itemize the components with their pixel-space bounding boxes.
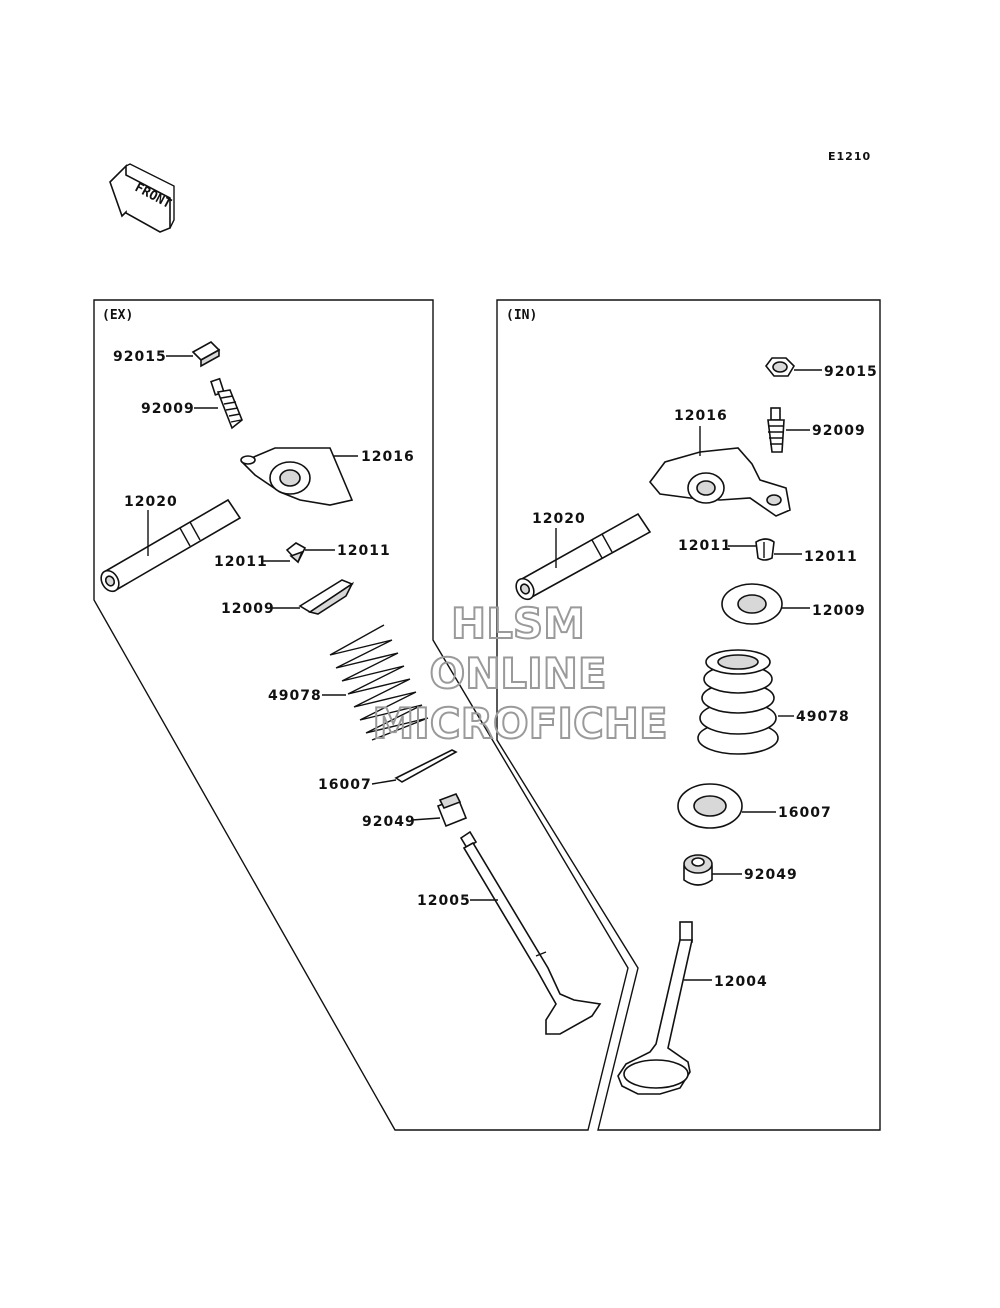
in-adjuster-screw <box>767 407 810 453</box>
ex-nut <box>166 341 221 368</box>
ex-stem-seal <box>411 792 468 828</box>
in-spring-seat-part-number: 16007 <box>778 805 832 821</box>
in-nut-part-number: 92015 <box>824 364 878 380</box>
in-valve-part-number: 12004 <box>714 974 768 990</box>
in-section-frame <box>496 299 881 1131</box>
watermark-line3: MICROFICHE <box>372 699 667 748</box>
ex-retainer <box>270 579 355 615</box>
ex-adjuster-screw-part-number: 92009 <box>141 401 195 417</box>
in-valve <box>617 921 712 1095</box>
ex-rocker-shaft-part-number: 12020 <box>124 494 178 510</box>
in-cotters <box>728 538 802 561</box>
in-nut <box>764 357 822 377</box>
watermark-line2: ONLINE <box>429 649 606 698</box>
in-valve-spring <box>697 649 794 755</box>
ex-valve <box>459 830 602 1035</box>
diagram-code: E1210 <box>828 150 871 163</box>
ex-valve-part-number: 12005 <box>417 893 471 909</box>
in-rocker-shaft-part-number: 12020 <box>532 511 586 527</box>
front-arrow-icon: FRONT <box>109 163 175 233</box>
in-retainer-part-number: 12009 <box>812 603 866 619</box>
in-stem-seal <box>683 854 742 886</box>
ex-retainer-part-number: 12009 <box>221 601 275 617</box>
in-section-label: (IN) <box>506 308 537 323</box>
in-cotter-right-part-number: 12011 <box>804 549 858 565</box>
watermark-line1: HLSM <box>451 599 585 648</box>
in-rocker-arm-part-number: 12016 <box>674 408 728 424</box>
ex-stem-seal-part-number: 92049 <box>362 814 416 830</box>
ex-section-label: (EX) <box>102 308 133 323</box>
in-valve-spring-part-number: 49078 <box>796 709 850 725</box>
in-rocker-arm <box>648 426 791 517</box>
ex-rocker-arm <box>240 447 358 506</box>
ex-spring-seat-part-number: 16007 <box>318 777 372 793</box>
in-retainer <box>721 583 810 625</box>
ex-rocker-shaft <box>100 498 242 593</box>
in-stem-seal-part-number: 92049 <box>744 867 798 883</box>
ex-cotters <box>262 542 335 564</box>
ex-rocker-arm-part-number: 12016 <box>361 449 415 465</box>
in-adjuster-screw-part-number: 92009 <box>812 423 866 439</box>
ex-cotter-right-part-number: 12011 <box>337 543 391 559</box>
in-rocker-shaft <box>515 512 652 601</box>
ex-valve-spring <box>322 624 429 741</box>
ex-adjuster-screw <box>194 377 243 430</box>
ex-valve-spring-part-number: 49078 <box>268 688 322 704</box>
ex-spring-seat <box>371 749 458 785</box>
in-cotter-left-part-number: 12011 <box>678 538 732 554</box>
ex-cotter-left-part-number: 12011 <box>214 554 268 570</box>
in-spring-seat <box>677 783 776 829</box>
ex-section-frame <box>93 299 629 1131</box>
ex-nut-part-number: 92015 <box>113 349 167 365</box>
